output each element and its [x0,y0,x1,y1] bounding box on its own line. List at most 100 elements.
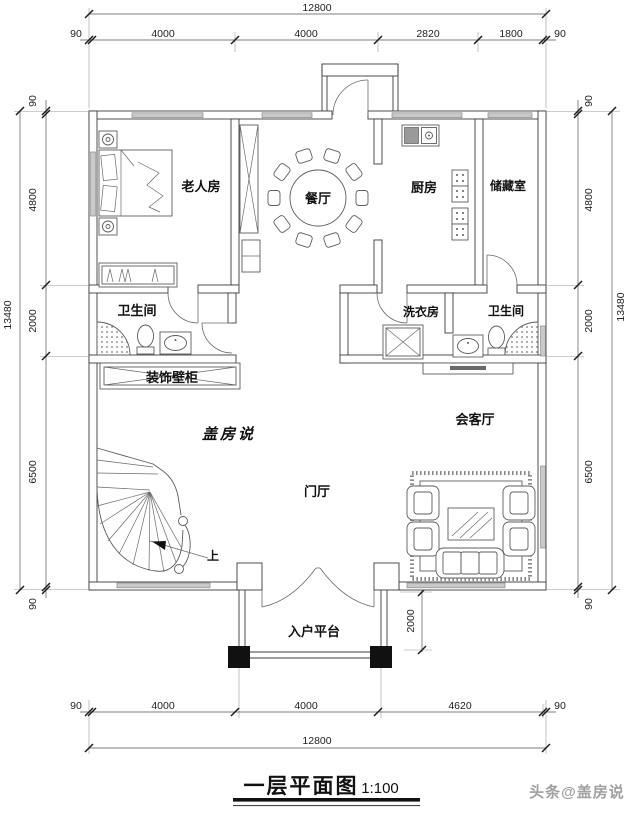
door-jamb [373,562,400,591]
bath-right-fixtures [452,321,539,358]
rear-porch [321,63,399,111]
nightstand [98,217,118,236]
room-label-elder: 老人房 [180,179,220,194]
dim-top-seg: 90 [70,28,82,40]
dim-bottom-seg: 4000 [294,700,318,712]
bath-sink [159,331,192,355]
dim-bottom-seg: 90 [70,700,82,712]
bath-sink [452,334,484,358]
kitchen-sink [421,127,437,144]
room-label-kitchen: 厨房 [411,180,437,195]
dim-right-seg: 6500 [583,460,595,484]
window [540,465,546,549]
toilet [136,324,155,355]
column [228,646,250,668]
coffee-table [447,507,495,541]
porch-door [332,79,369,116]
stove [404,127,419,144]
plan-title: 一层平面图 [244,775,359,798]
dim-bottom-total: 12800 [302,735,331,747]
stair-direction-arrow [149,540,209,559]
dim-top-seg: 1800 [499,28,523,40]
laundry-door [376,292,408,324]
dim-bottom-seg: 90 [554,700,566,712]
window [90,151,96,217]
dim-right-seg: 90 [583,95,595,107]
room-label-reception: 会客厅 [455,412,494,427]
doors [167,79,518,608]
dim-left-seg: 2000 [27,309,39,333]
armchair [406,521,440,557]
bath-left-door [167,292,199,324]
wardrobe [98,262,178,288]
dimension-bottom: 90 4000 4000 4620 90 12800 [70,668,566,754]
pillow [100,184,118,213]
dim-right-seg: 90 [583,598,595,610]
dim-right-total: 13480 [615,292,627,321]
room-label-bath-right: 卫生间 [488,303,524,318]
window [261,112,313,118]
column [370,646,392,668]
storage-door [486,254,518,286]
room-label-dining: 餐厅 [304,191,331,206]
dim-top-seg: 90 [554,28,566,40]
dining-chairs [267,148,369,248]
window [406,582,506,589]
room-label-platform: 入户平台 [288,624,340,639]
dim-left-seg: 90 [27,95,39,107]
door-jamb [236,562,263,591]
sofa [435,547,505,579]
room-label-deco-cabinet: 装饰壁柜 [145,370,198,385]
plan-scale: 1:100 [361,780,399,797]
window [131,112,204,118]
tall-cabinet [239,124,261,273]
dim-top-total: 12800 [302,2,331,14]
dim-bottom-seg: 4000 [151,700,175,712]
spiral-stair: 上 [96,447,219,574]
entry-double-door [261,567,375,608]
title-block: 一层平面图 1:100 头条@盖房说 [233,775,625,807]
dimension-platform: 2000 [400,587,432,655]
dimension-top: 12800 90 4000 4000 2820 1800 90 [70,2,566,108]
window [116,582,211,589]
bed [98,130,173,236]
dimension-left: 90 4800 2000 6500 90 13480 [2,95,88,610]
room-label-foyer: 门厅 [304,484,330,499]
plan-watermark: 盖房说 [202,426,256,443]
washing-machine [382,324,424,360]
window [391,112,463,118]
dim-bottom-seg: 4620 [448,700,472,712]
dining-table [267,148,369,248]
blanket [137,161,164,213]
nightstand [98,130,118,149]
bath-left-fixtures [96,321,192,356]
footer-watermark: 头条@盖房说 [529,783,625,801]
toilet [487,325,506,356]
entry-platform [228,590,392,668]
stair-up-label: 上 [207,548,219,563]
dim-top-seg: 4000 [151,28,175,40]
windows [90,112,546,589]
window [540,325,546,357]
dim-left-seg: 90 [27,598,39,610]
dim-left-seg: 4800 [27,188,39,212]
hall-door [201,322,233,354]
sofa-set [406,471,536,581]
dimension-right: 90 4800 2000 6500 90 13480 [547,95,627,610]
kitchen-counter [401,124,440,147]
pillow [100,153,118,182]
dim-left-total: 13480 [2,300,14,329]
room-label-storage: 储藏室 [490,178,526,193]
dim-left-seg: 6500 [27,460,39,484]
room-label-laundry: 洗衣房 [403,304,439,319]
room-label-bath-left: 卫生间 [117,303,156,318]
title-underline-thin [233,805,420,807]
kitchen-appliances [451,169,469,241]
armchair [406,485,440,521]
armchair [502,485,536,521]
console-shelf [422,362,514,375]
dim-platform-depth: 2000 [405,609,417,633]
title-underline-thick [233,798,420,802]
dim-right-seg: 4800 [583,188,595,212]
